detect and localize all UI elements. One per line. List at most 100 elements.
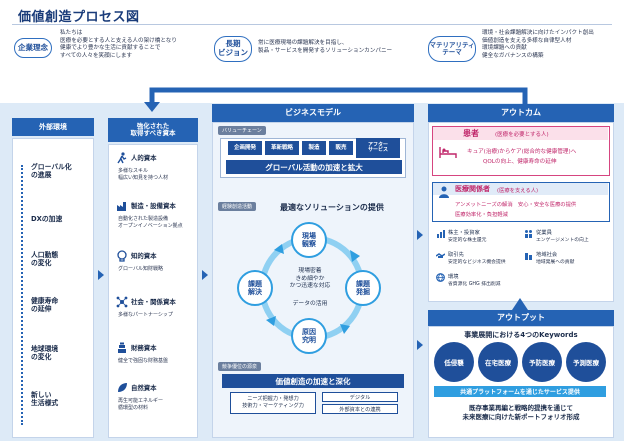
capital-desc: 多様なパートナーシップ [118, 312, 173, 318]
patient-sub: (医療を必要とする人) [495, 132, 549, 138]
title-divider [12, 24, 612, 25]
patient-bar [433, 127, 608, 140]
materiality-list: 環境・社会課題解決に向けたインパクト創出 価値創造を支える多様な自律型人材 環境… [482, 30, 622, 60]
advantage-tag: 競争優位の源泉 [218, 362, 262, 371]
capitals-header: 強化された 取得すべき資本 [108, 118, 198, 142]
staff-item: アンメットニーズの解消 安心・安全な医療の提供 [455, 202, 577, 208]
capital-name: 社会・関係資本 [131, 298, 176, 306]
output-header: アウトプット [428, 310, 614, 326]
platform-bar: 共通プラットフォームを通じたサービス提供 [434, 386, 606, 397]
capital-desc: 自動化された製造設備 オープンイノベーション拠点 [118, 216, 183, 229]
philosophy-label: 企業理念 [14, 38, 52, 58]
vision-label: 長期 ビジョン [214, 36, 252, 62]
staff-item: 医療効率化・負担軽減 [455, 212, 508, 218]
philosophy-text: 私たちは 医療を必要とする人と支える人の架け橋となり 健康でより豊かな生活に貢献… [60, 30, 177, 59]
keyword-circle: 低侵襲 [434, 342, 474, 382]
external-item: 人口動態 の変化 [31, 251, 59, 268]
building-icon [525, 253, 532, 260]
coin-icon [118, 342, 126, 353]
output-conclusion: 既存事業再編と戦略的提携を通じて 未来医療に向けた新ポートフォリオ形成 [462, 404, 580, 421]
page-title: 価値創造プロセス図 [18, 10, 140, 25]
patient-item: QOLの向上、健康寿命の延伸 [483, 159, 557, 165]
vision-text: 常に医療現場の課題解決を目指し、 製品・サービスを開発するソリューションカンパニ… [258, 40, 393, 54]
external-panel: グローバル化 の進展 DXの加速 人口動態 の変化 健康寿命 の延伸 地球環境 … [12, 138, 94, 438]
arrow-up-icon [512, 298, 528, 310]
staff-bar [433, 183, 608, 195]
advantage-item: ニーズ把握力・発想力 技術力・マーケティング力 [230, 392, 316, 414]
capital-desc: 健全で強固な財務基盤 [118, 358, 169, 364]
staff-sub: (医療を支える人) [497, 188, 539, 194]
people-icon [525, 230, 532, 238]
materiality-item: 環境・社会課題解決に向けたインパクト創出 [482, 30, 594, 36]
cycle-center: 現場密着 きめ細やか かつ迅速な対応 [289, 268, 331, 290]
capital-item: 知的資本 グローバル知財戦略 [114, 250, 198, 290]
value-chain-step: アフター サービス [356, 138, 400, 158]
business-header: ビジネスモデル [212, 104, 414, 122]
capital-desc: 再生可能エネルギー 循環型の材料 [118, 398, 164, 411]
materiality-label: マテリアリティ テーマ [428, 36, 476, 62]
value-chain-step: 製造 [302, 141, 326, 155]
advantage-title: 価値創造の加速と深化 [222, 374, 404, 388]
external-item: DXの加速 [31, 215, 63, 223]
capital-item: 財務資本 健全で強固な財務基盤 [114, 342, 198, 378]
stakeholder-desc: 省資源化 GHG 排出削減 [448, 282, 501, 287]
value-chain-step: 販売 [329, 141, 353, 155]
factory-icon [117, 202, 126, 211]
network-icon [116, 296, 128, 308]
staff-title: 医療関係者 [455, 185, 490, 193]
materiality-item: 健全なガバナンスの構築 [482, 52, 544, 59]
capital-item: 社会・関係資本 多様なパートナーシップ [114, 296, 198, 336]
stakeholder-desc: エンゲージメントの向上 [536, 238, 589, 243]
capital-name: 製造・設備資本 [131, 202, 176, 210]
value-chain-step: 革新戦略 [265, 141, 299, 155]
external-item: 健康寿命 の延伸 [31, 297, 59, 314]
capital-item: 製造・設備資本 自動化された製造設備 オープンイノベーション拠点 [114, 200, 198, 246]
cycle-center-sub: データの活用 [292, 301, 328, 307]
stakeholder-name: 株主・投資家 [448, 230, 480, 236]
brain-icon [117, 250, 127, 262]
arrow-right-icon [98, 270, 104, 280]
cycle-solve: 課題 解決 [237, 270, 273, 306]
capital-item: 人的資本 多様なスキル 幅広い知見を持つ人材 [114, 152, 198, 198]
stakeholder-name: 取引先 [448, 252, 464, 258]
arrow-right-icon [417, 340, 423, 350]
external-item: グローバル化 の進展 [31, 163, 72, 180]
hospital-bed-icon [439, 147, 457, 158]
doctor-icon [439, 186, 449, 198]
leaf-icon [118, 383, 127, 392]
patient-box: 患者 (医療を必要とする人) キュア(治療)からケア(総合的な健康管理)へ QO… [432, 126, 610, 176]
arrow-right-icon [417, 230, 423, 240]
stakeholder-name: 従業員 [536, 230, 552, 236]
keyword-circle: 予防医療 [522, 342, 562, 382]
stakeholder-name: 環境 [448, 274, 459, 280]
person-running-icon [117, 152, 127, 164]
capital-name: 財務資本 [131, 344, 157, 352]
arrow-right-icon [202, 270, 208, 280]
capital-name: 知的資本 [131, 252, 157, 260]
stakeholder-desc: 地域発展への貢献 [536, 260, 575, 265]
solution-tag: 経験創造活動 [218, 202, 257, 211]
keyword-circle: 予測医療 [566, 342, 606, 382]
advantage-item: デジタル [322, 392, 398, 402]
external-header: 外部環境 [12, 118, 94, 136]
materiality-item: 価値創造を支える多様な自律型人材 [482, 37, 572, 44]
stakeholder-desc: 安定的なビジネス機会提供 [448, 260, 506, 265]
outcome-header: アウトカム [428, 104, 614, 122]
capital-desc: 多様なスキル 幅広い知見を持つ人材 [118, 168, 169, 181]
capital-item: 自然資本 再生可能エネルギー 循環型の材料 [114, 382, 198, 428]
capital-name: 自然資本 [131, 384, 157, 392]
chart-icon [437, 230, 445, 238]
globe-icon [436, 273, 445, 282]
patient-item: キュア(治療)からケア(総合的な健康管理)へ [467, 149, 577, 155]
external-dots [21, 165, 25, 425]
materiality-item: 環境課題への貢献 [482, 45, 527, 52]
handshake-icon [436, 253, 445, 258]
cycle-discover: 課題 発掘 [345, 270, 381, 306]
external-item: 新しい 生活様式 [31, 391, 59, 408]
global-banner: グローバル活動の加速と拡大 [226, 160, 402, 174]
cycle-observe: 現場 観察 [291, 222, 327, 258]
solution-title: 最適なソリューションの提供 [280, 203, 384, 212]
capital-desc: グローバル知財戦略 [118, 266, 163, 272]
keyword-circle: 在宅医療 [478, 342, 518, 382]
external-item: 地球環境 の変化 [31, 345, 59, 362]
